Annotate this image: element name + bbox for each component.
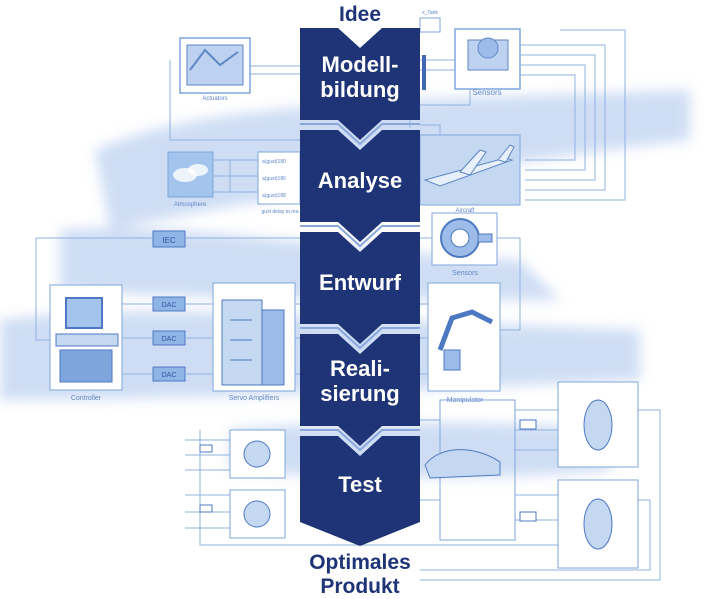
stage-modellbildung-line1: Modell-: [321, 52, 399, 77]
mux-bar: [422, 55, 426, 90]
stage-modellbildung: Modell- bildung: [300, 52, 420, 102]
stage-realisierung-line2: sierung: [320, 381, 400, 406]
svg-text:DAC: DAC: [162, 302, 177, 309]
agust-1: a(gust)180: [262, 159, 286, 165]
caption-controller: Controller: [71, 395, 102, 402]
stage-realisierung-line1: Reali-: [330, 356, 390, 381]
vehicle-diagram: [185, 381, 661, 581]
stage-column: [300, 28, 420, 546]
result-label: Optimales Produkt: [270, 551, 450, 599]
caption-sensors-top: Sensors: [472, 88, 501, 97]
wires-top: [169, 29, 626, 201]
svg-text:DAC: DAC: [162, 336, 177, 343]
controller-block: [49, 284, 123, 391]
stage-test: Test: [300, 472, 420, 497]
manipulator-block: [427, 282, 501, 392]
stage-shape-5: [300, 436, 420, 546]
wires-gust: [213, 159, 258, 193]
servo-block: [212, 282, 296, 392]
svg-text:DAC: DAC: [162, 372, 177, 379]
stage-test-label: Test: [338, 472, 382, 497]
iec-block: IEC: [152, 230, 186, 248]
caption-sensors-mid: Sensors: [452, 270, 478, 277]
stage-shape-4: [300, 334, 420, 446]
result-line2: Produkt: [320, 575, 400, 598]
agust-3: a(gust)188: [262, 193, 286, 199]
agust-2: a(gust)186: [262, 176, 286, 182]
tank-block: [419, 17, 441, 33]
dac-blocks: DAC DAC DAC: [152, 296, 186, 382]
caption-atmosphere: Atmosphere: [174, 202, 207, 208]
gust-delay-block: a(gust)180 a(gust)186 a(gust)188: [257, 151, 301, 205]
actuators-block: [179, 37, 251, 94]
stage-analyse-label: Analyse: [317, 168, 403, 193]
aircraft-block: [419, 134, 521, 206]
iec-label: IEC: [162, 236, 176, 245]
sensors-top-block: [454, 28, 521, 90]
stage-analyse: Analyse: [300, 168, 420, 193]
caption-gust-delay: gust delay to rea: [262, 209, 299, 215]
stage-realisierung: Reali- sierung: [300, 356, 420, 406]
caption-servo: Servo Amplifiers: [229, 395, 280, 402]
caption-actuators: Actuators: [202, 96, 227, 102]
stage-shape-3: [300, 232, 420, 344]
sensors-mid-block: [431, 212, 498, 266]
wires-mid: [35, 237, 521, 375]
chevron-highlights: [300, 123, 420, 452]
idea-label: Idee: [338, 3, 382, 26]
stage-modellbildung-line2: bildung: [320, 77, 400, 102]
result-line1: Optimales: [309, 551, 411, 574]
stage-entwurf-label: Entwurf: [319, 270, 401, 295]
stage-shape-2: [300, 130, 420, 242]
atmosphere-block: [167, 151, 214, 198]
caption-tank: x_Tank: [422, 10, 438, 16]
stage-shape-1: [300, 28, 420, 140]
caption-aircraft: Aircraft: [455, 208, 474, 214]
stage-entwurf: Entwurf: [300, 270, 420, 295]
